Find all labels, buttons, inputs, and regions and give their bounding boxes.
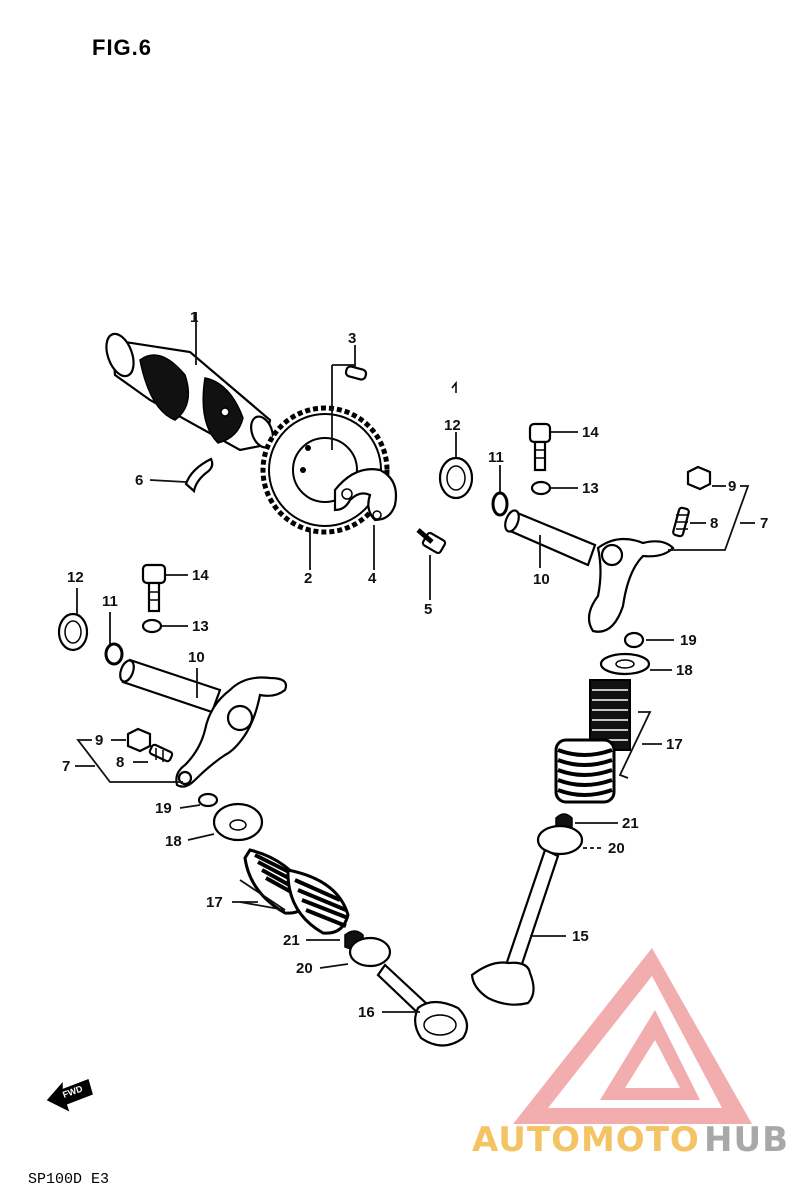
spring-seat-upper-part [536,824,584,856]
callout-5: 5 [424,601,432,618]
rocker-shaft-upper-part [504,509,597,567]
adjuster-screw-lower-part [148,743,174,763]
callout-21-lower: 21 [283,932,300,949]
callout-2: 2 [304,570,312,587]
adjuster-screw-upper-part [672,506,690,538]
forward-direction-arrow: FWD [46,1079,93,1112]
watermark-text-hub: HUB [704,1120,789,1160]
valve-seal-lower-part [197,792,219,808]
callout-8-lower: 8 [116,754,124,771]
callout-18-lower: 18 [165,833,182,850]
bolt-lower-part [141,563,167,613]
nut-upper-part [686,465,712,491]
callout-6: 6 [135,472,143,489]
exhaust-valve-part [376,963,469,1047]
small-washer-lower-part [141,618,163,634]
callout-14-upper: 14 [582,424,599,441]
callout-15: 15 [572,928,589,945]
callout-9-lower: 9 [95,732,103,749]
callout-12-upper: 12 [444,417,461,434]
callout-11-lower: 11 [102,593,118,610]
camshaft-part [105,332,274,452]
callout-20-upper: 20 [608,840,625,857]
small-washer-upper-part [530,480,552,496]
callout-4: 4 [368,570,377,587]
rocker-arm-lower-part [175,676,288,788]
callout-18-upper: 18 [676,662,693,679]
callout-11-upper: 11 [488,449,504,466]
callout-3: 3 [348,330,356,347]
locking-plate-part [333,468,398,522]
callout-10-lower: 10 [188,649,205,666]
rocker-shaft-lower-part [119,658,222,714]
spring-retainer-upper-part [599,652,651,676]
spring-retainer-lower-part [212,802,264,842]
spring-seat-lower-part [348,936,392,968]
o-ring-lower-part [104,642,124,666]
callout-1: 1 [190,309,198,326]
model-code: SP100D E3 [28,1171,109,1188]
callout-7-lower: 7 [62,758,70,775]
rocker-arm-upper-part [587,537,675,633]
watermark-text-auto: AUTOMOTO [472,1120,700,1160]
callout-21-upper: 21 [622,815,639,832]
callout-17-lower: 17 [206,894,223,911]
callout-19-lower: 19 [155,800,172,817]
callout-12-lower: 12 [67,569,84,586]
callout-13-upper: 13 [582,480,599,497]
callout-20-lower: 20 [296,960,313,977]
callout-14-lower: 14 [192,567,209,584]
callout-19-upper: 19 [680,632,697,649]
o-ring-upper-part [491,491,509,517]
dowel-pin-part [344,365,368,381]
intake-valve-part [470,848,560,1006]
callout-8-upper: 8 [710,515,718,532]
callout-10-upper: 10 [533,571,550,588]
callout-17-upper: 17 [666,736,683,753]
nut-lower-part [126,727,152,753]
valve-springs-upper-part [554,679,631,804]
valve-seal-upper-part [623,631,645,649]
sprocket-bolt-part [416,528,447,555]
figure-title: FIG.6 [92,35,152,60]
callout-9-upper: 9 [728,478,736,495]
callout-13-lower: 13 [192,618,209,635]
bolt-upper-part [528,422,552,472]
callout-16: 16 [358,1004,375,1021]
cam-clip-part [184,457,214,494]
valve-springs-lower-part [243,848,350,935]
callout-7-upper: 7 [760,515,768,532]
automotohub-logo: AUTOMOTO HUB [472,948,789,1160]
